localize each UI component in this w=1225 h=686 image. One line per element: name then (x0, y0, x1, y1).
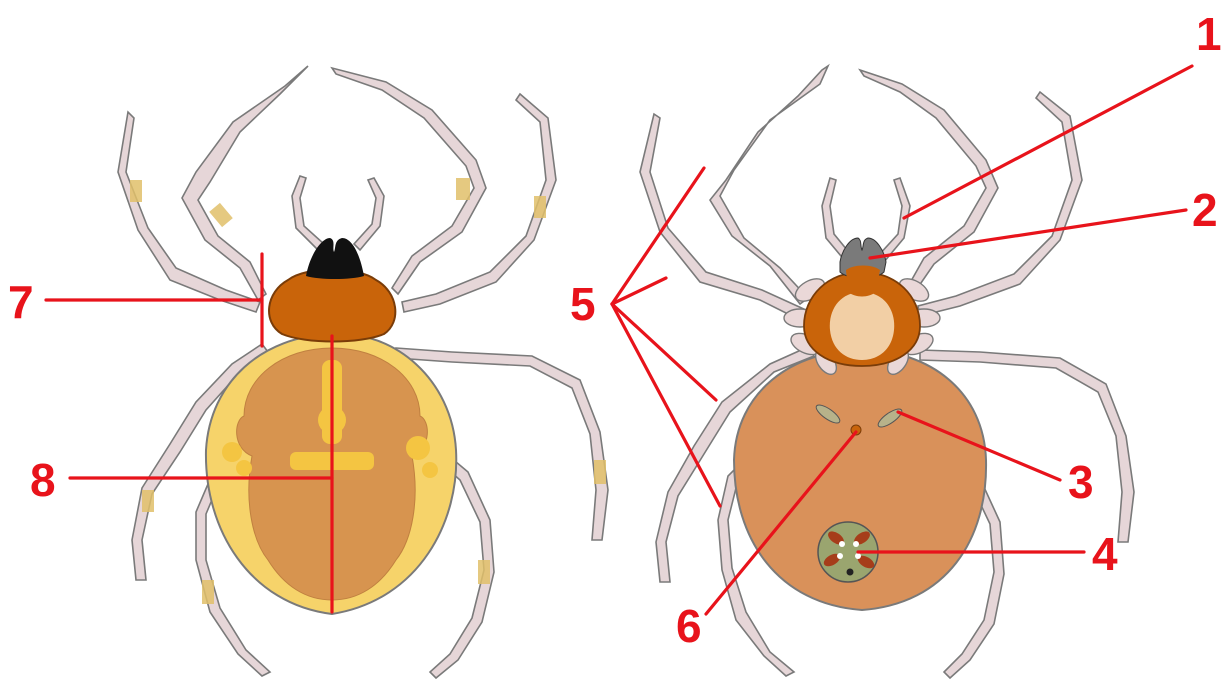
callout-label-2: 2 (1192, 184, 1218, 236)
callout-line-1 (904, 66, 1192, 218)
callout-labels: 1 2 3 4 5 6 7 8 (8, 8, 1222, 652)
callout-label-6: 6 (676, 600, 702, 652)
ventral-pedipalp-right (878, 178, 910, 262)
callout-lines-7 (46, 254, 262, 346)
ventral-sternum (830, 292, 894, 360)
callout-label-4: 4 (1092, 528, 1118, 580)
dorsal-leg-left-1 (182, 66, 308, 300)
ventral-labium (846, 266, 880, 297)
dorsal-pedipalp-right (354, 178, 384, 250)
dorsal-pedipalp-left (292, 176, 324, 250)
callout-label-5: 5 (570, 278, 596, 330)
dorsal-leg-right-2 (402, 94, 556, 312)
dorsal-cephalothorax (269, 270, 395, 342)
callout-label-7: 7 (8, 276, 34, 328)
callout-label-1: 1 (1196, 8, 1222, 60)
dorsal-spider (118, 66, 608, 678)
ventral-leg-left-1 (710, 66, 828, 304)
callout-label-3: 3 (1068, 456, 1094, 508)
callout-line-2 (870, 210, 1186, 258)
ventral-spider (640, 66, 1134, 678)
callout-label-8: 8 (30, 454, 56, 506)
